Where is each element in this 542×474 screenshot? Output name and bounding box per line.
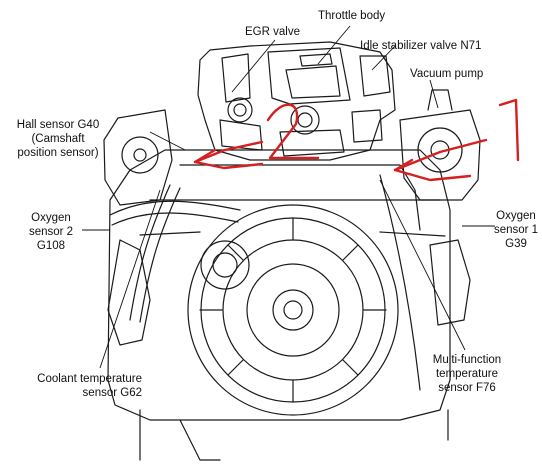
label-hall-sensor: Hall sensor G40 (Camshaft position senso… xyxy=(16,119,100,159)
label-oxygen-sensor-2: Oxygen sensor 2 G108 xyxy=(28,212,74,252)
label-multifunction-temperature-sensor: Multi-function temperature sensor F76 xyxy=(432,354,502,394)
label-idle-stabilizer-valve: Idle stabilizer valve N71 xyxy=(360,40,482,52)
handwritten-one-stroke xyxy=(498,98,520,162)
label-egr-valve: EGR valve xyxy=(245,26,300,38)
label-coolant-temperature-sensor: Coolant temperature sensor G62 xyxy=(37,373,142,399)
handwritten-annotation-marks xyxy=(193,98,520,182)
label-vacuum-pump: Vacuum pump xyxy=(410,68,484,80)
handwritten-two-stroke xyxy=(266,103,320,160)
label-throttle-body: Throttle body xyxy=(318,10,386,22)
label-oxygen-sensor-1: Oxygen sensor 1 G39 xyxy=(493,210,539,250)
